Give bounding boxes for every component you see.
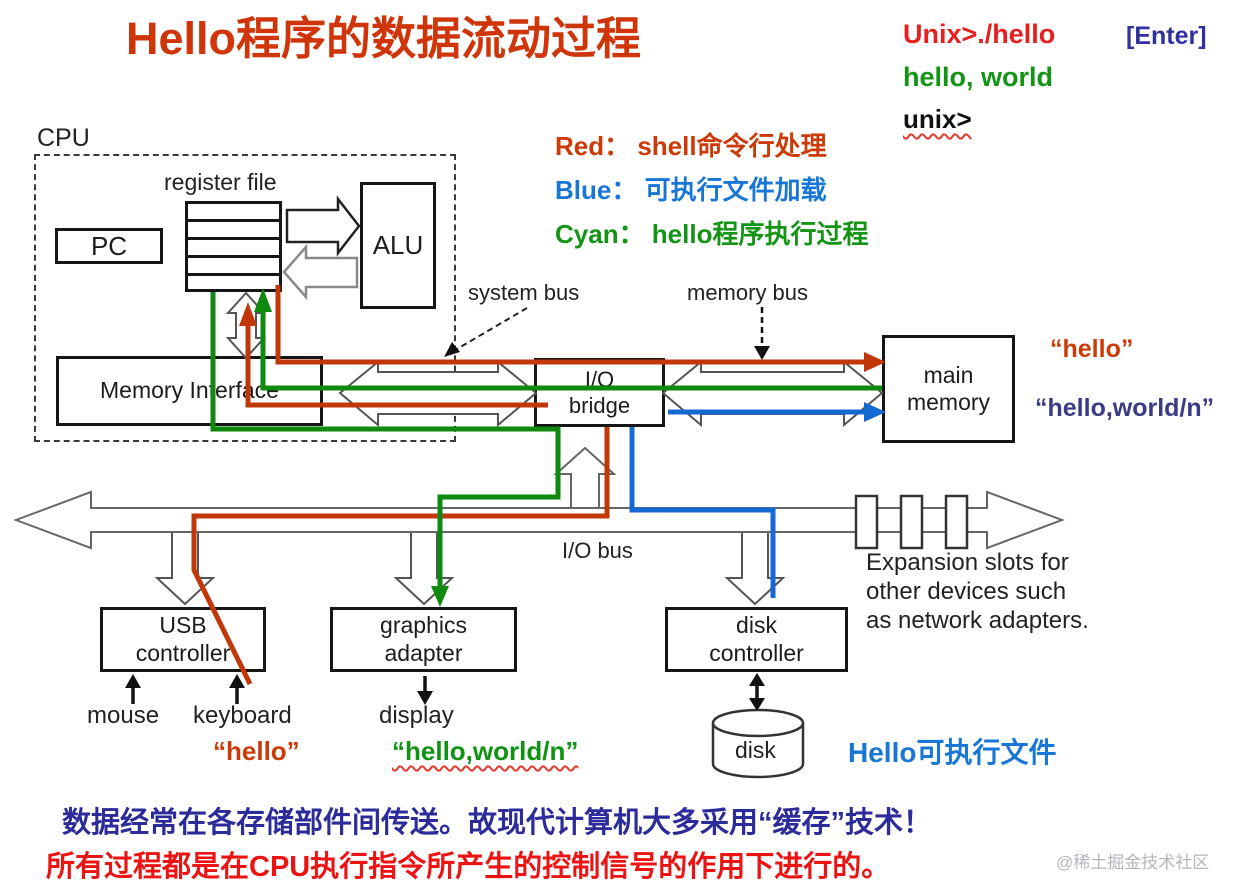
cpu-boundary (34, 154, 456, 442)
system-bus-pointer (456, 307, 528, 350)
io-bus-label: I/O bus (562, 538, 633, 563)
system-bus-arrow (338, 359, 538, 428)
disk-controller-box: disk controller (665, 607, 848, 672)
io-bus-arrow (13, 490, 1065, 550)
footer-note-red: 所有过程都是在CPU执行指令所产生的控制信号的作用下进行的。 (46, 851, 891, 883)
register-divider (188, 237, 279, 240)
disk-double-arrow-head-up (749, 673, 765, 686)
expansion-note-line2: other devices such (866, 578, 1067, 605)
expansion-slot (899, 494, 924, 550)
register-file-label: register file (164, 169, 277, 195)
device-helloworld-string: “hello,world/n” (392, 736, 579, 766)
red-flow-regfile-to-memory (275, 285, 866, 365)
memory-bus-arrow (661, 359, 884, 428)
system-bus-label: system bus (468, 280, 580, 305)
usb-line1: USB (159, 612, 207, 639)
green-arrowhead-regfile (254, 288, 272, 312)
mouse-arrow-head (125, 674, 141, 688)
console-command: Unix>./hello (903, 19, 1056, 49)
red-arrowhead-regfile (239, 302, 257, 326)
footer-note-blue: 数据经常在各存储部件间传送。故现代计算机大多采用“缓存”技术！ (62, 807, 933, 839)
console-enter-key: [Enter] (1126, 22, 1207, 50)
mouse-label: mouse (87, 702, 160, 729)
main-memory-line2: memory (906, 389, 991, 415)
alu-label: ALU (372, 230, 424, 261)
disk-cylinder-body (711, 723, 805, 779)
green-flow-regfile-to-graphics (210, 292, 561, 586)
regfile-to-alu-arrow (285, 195, 361, 257)
keyboard-label: keyboard (193, 702, 292, 729)
disk-label: disk (735, 737, 776, 763)
pc-box: PC (55, 228, 163, 264)
console-output: hello, world (903, 62, 1054, 92)
usb-line2: controller (135, 639, 231, 666)
blue-arrowhead-main-memory (864, 402, 886, 422)
graphics-adapter-box: graphics adapter (330, 607, 517, 672)
pc-label: PC (90, 230, 128, 261)
memory-helloworld-string: “hello,world/n” (1035, 394, 1215, 422)
register-file-box (185, 201, 282, 292)
register-divider (188, 273, 279, 276)
alu-to-regfile-arrow (282, 243, 359, 301)
green-arrowhead-graphics-adapter (431, 586, 449, 607)
red-flow-bridge-to-regfile (245, 324, 548, 408)
console-prompt: unix> (903, 104, 972, 134)
main-memory-line1: main (923, 361, 974, 388)
expansion-note-line1: Expansion slots for (866, 549, 1069, 576)
main-memory-box: main memory (882, 335, 1015, 443)
keyboard-arrow-head (229, 674, 245, 688)
graphics-line2: adapter (384, 639, 463, 666)
disk-controller-line1: disk (736, 612, 777, 639)
legend-cyan: Cyan： hello程序执行过程 (555, 219, 869, 249)
register-divider (188, 255, 279, 258)
graphics-line1: graphics (380, 612, 467, 639)
expansion-slot (944, 494, 969, 550)
page-title: Hello程序的数据流动过程 (126, 13, 642, 64)
system-bus-pointer-head (444, 342, 460, 357)
expansion-note-line3: as network adapters. (866, 607, 1089, 634)
green-flow-memory-to-regfile (260, 310, 882, 391)
legend-red: Red： shell命令行处理 (555, 131, 827, 161)
memory-bus-pointer-head (754, 346, 770, 360)
disk-cylinder-top (711, 708, 805, 738)
device-hello-string: “hello” (213, 736, 300, 766)
watermark: @稀土掘金技术社区 (1056, 853, 1210, 872)
expansion-slot (854, 494, 879, 550)
disk-double-arrow-head-down (749, 698, 765, 711)
display-arrow-head (417, 691, 433, 705)
red-arrowhead-main-memory (864, 352, 886, 372)
io-bridge-line2: bridge (568, 392, 631, 418)
display-label: display (379, 702, 454, 729)
alu-box: ALU (360, 182, 436, 309)
memory-hello-string: “hello” (1050, 335, 1134, 363)
memory-bus-label: memory bus (687, 280, 809, 305)
hello-executable-label: Hello可执行文件 (848, 737, 1057, 768)
disk-controller-line2: controller (709, 639, 804, 666)
blue-flow-disk-to-bridge (629, 427, 776, 598)
register-divider (188, 219, 279, 222)
cpu-label: CPU (37, 124, 90, 152)
red-flow-keyboard-to-bridge (191, 427, 610, 686)
legend-blue: Blue： 可执行文件加载 (555, 175, 827, 205)
